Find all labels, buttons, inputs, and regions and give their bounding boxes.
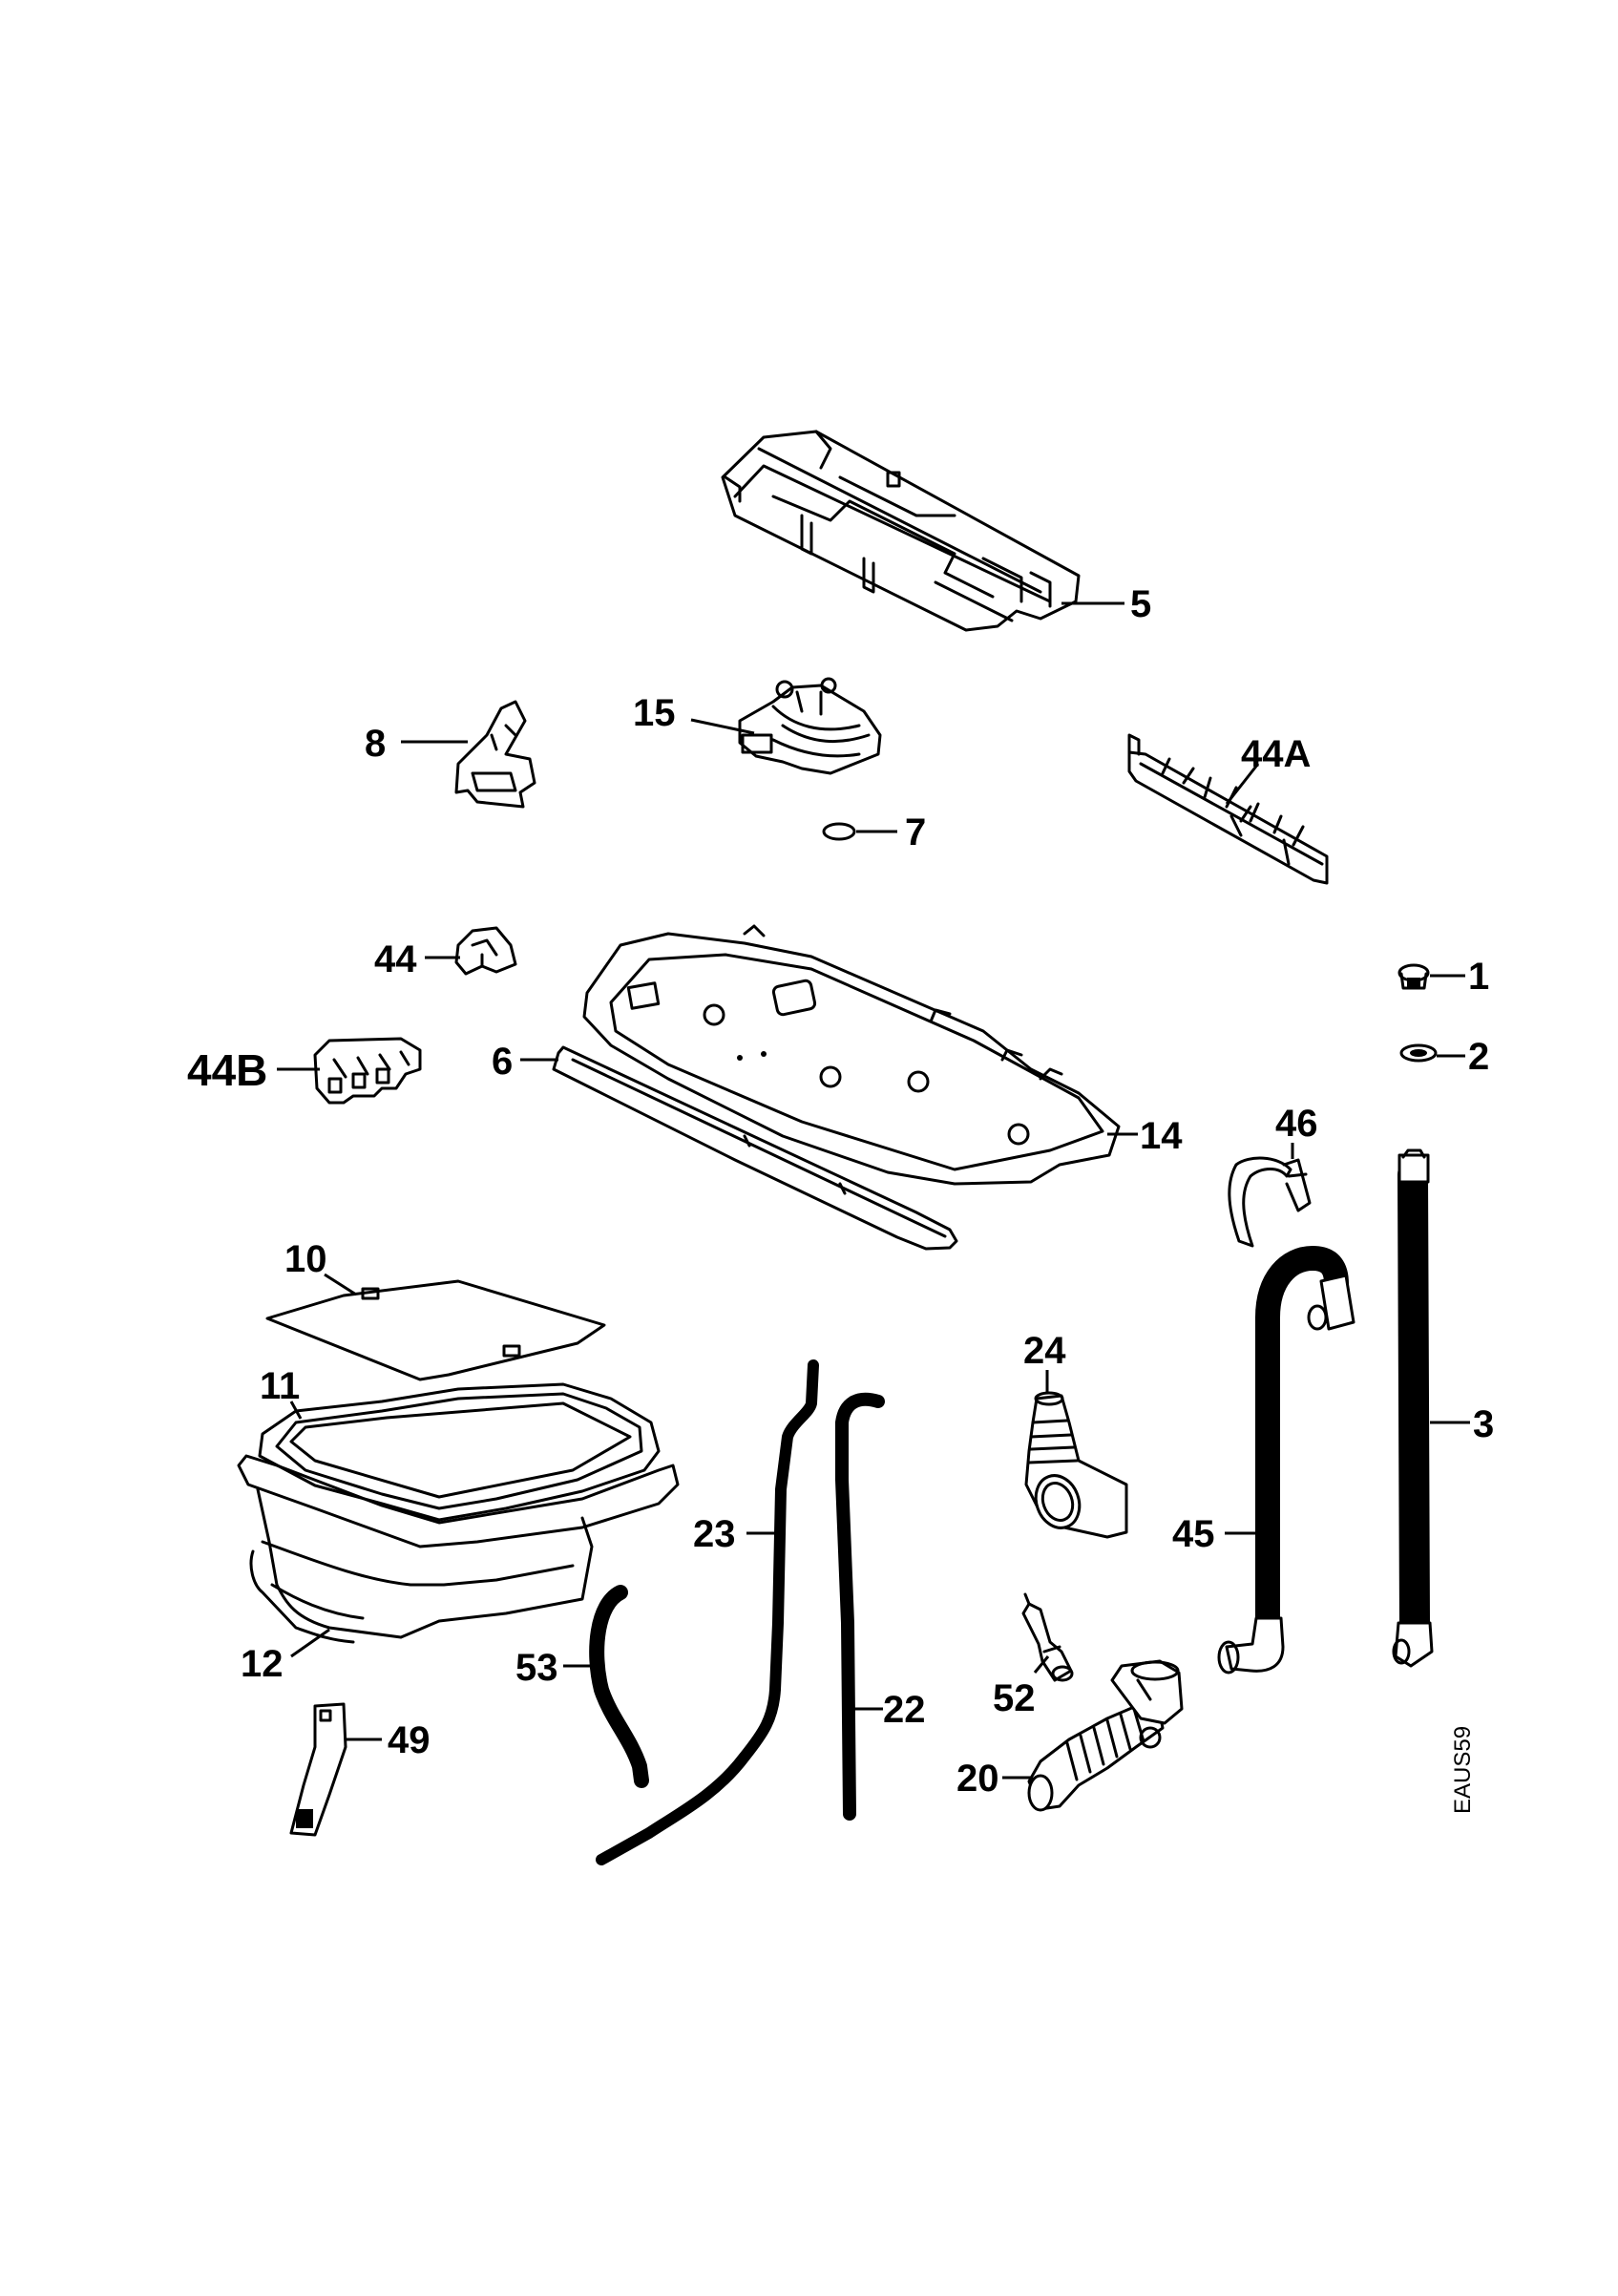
label-23: 23 [693, 1513, 736, 1555]
label-8: 8 [365, 723, 386, 765]
part-14-top-plate [582, 924, 1121, 1186]
part-22-straight-hose [835, 1392, 885, 1821]
part-44B-multi-clip [313, 1037, 422, 1105]
label-7: 7 [905, 811, 926, 853]
part-6-seal-strip [552, 1045, 958, 1251]
part-53-hose [589, 1585, 649, 1788]
drawing-code: EAUS59 [1450, 1726, 1476, 1814]
label-24: 24 [1023, 1330, 1066, 1372]
label-11: 11 [260, 1365, 300, 1407]
label-1: 1 [1468, 956, 1489, 998]
label-5: 5 [1130, 583, 1151, 625]
label-14: 14 [1140, 1115, 1183, 1157]
label-12: 12 [241, 1643, 284, 1685]
part-12-tub-bellows [249, 1487, 594, 1644]
label-3: 3 [1473, 1403, 1494, 1445]
label-49: 49 [388, 1719, 431, 1761]
part-5-dispenser-housing [721, 430, 1081, 632]
label-45: 45 [1172, 1513, 1215, 1555]
part-15-water-valve [738, 677, 882, 775]
label-10: 10 [284, 1238, 327, 1280]
part-52-fitting [1021, 1592, 1074, 1682]
label-46: 46 [1275, 1103, 1318, 1145]
label-53: 53 [515, 1647, 558, 1689]
label-6: 6 [492, 1041, 513, 1083]
label-2: 2 [1468, 1036, 1489, 1078]
part-44A-wiring-rail [1127, 733, 1329, 885]
part-49-bracket [289, 1702, 347, 1837]
label-20: 20 [956, 1758, 999, 1800]
part-10-flat-plate [265, 1279, 606, 1381]
part-3-inlet-hose [1392, 1148, 1434, 1668]
part-23-long-hose [596, 1359, 819, 1865]
part-2-washer [1399, 1043, 1438, 1063]
label-44A: 44A [1241, 733, 1311, 775]
label-44: 44 [374, 938, 417, 980]
part-1-cap [1397, 963, 1430, 990]
part-24-elbow-bellows [1024, 1391, 1128, 1539]
part-44-cable-clip [454, 926, 517, 976]
label-52: 52 [993, 1677, 1036, 1719]
part-8-bracket [454, 700, 536, 809]
label-22: 22 [883, 1689, 926, 1731]
part-20-sump-hose [1027, 1659, 1184, 1812]
part-45-drain-hose [1217, 1246, 1355, 1675]
part-11-door-seal [237, 1382, 680, 1548]
label-15: 15 [633, 692, 676, 734]
part-46-hose-holder [1228, 1156, 1312, 1248]
label-44B: 44B [187, 1045, 267, 1095]
part-7-o-ring [822, 822, 856, 841]
